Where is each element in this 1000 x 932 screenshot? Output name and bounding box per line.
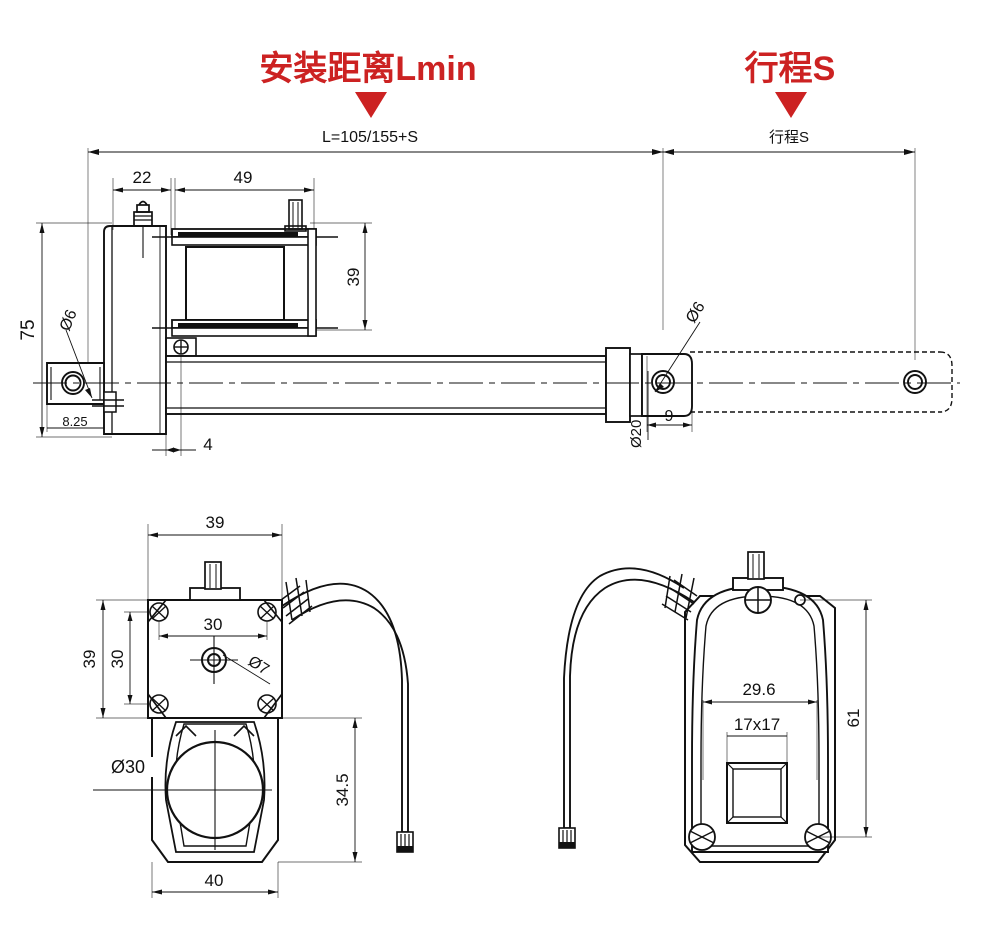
dim-tube-offset: 4 [152,356,213,456]
callout-install-distance: 安装距离Lmin [259,49,477,118]
dim-motor-width: 49 [174,168,315,235]
dim-tube-offset-text: 4 [203,435,212,454]
front-view: 39 [80,513,414,898]
dim-mount-hole-spacing-x-text: 30 [204,615,223,634]
dim-bracket-height: 61 [800,599,872,838]
dim-rear-clevis-bore: Ø6 [57,307,93,399]
dim-bracket-height-text: 61 [844,709,863,728]
dim-clamp-bore-text: Ø30 [111,757,145,777]
dim-base-width: 40 [151,862,279,898]
dim-rear-clevis-thickness-text: 8.25 [62,414,87,429]
dim-tube-diameter-text: Ø20 [628,420,645,448]
extension-rod-dashed [690,351,953,413]
dim-overall-length: L=105/155+S [87,127,664,400]
dim-motor-width-text: 49 [234,168,253,187]
callout-stroke-label: 行程S [745,50,836,88]
dim-front-clevis-length: 9 [646,356,693,432]
power-cable-front [280,577,414,853]
bottom-screw-icon [688,823,716,851]
power-cable-rear [558,567,698,849]
dim-clamp-height-text: 34.5 [333,773,352,806]
front-clevis-extended [903,370,927,394]
dim-tube-diameter: Ø20 [628,371,649,448]
dim-mount-hole-spacing-y: 30 [108,611,150,705]
dim-overall-length-text: L=105/155+S [322,129,418,146]
dim-base-width-text: 40 [205,871,224,890]
dim-mount-hole-spacing-y-text: 30 [108,650,127,669]
dim-motor-height: 39 [310,222,372,331]
cable-gland-icon [133,200,153,258]
dim-rear-height: 75 [18,222,112,438]
dim-rear-clevis-thickness: 8.25 [46,404,105,432]
dim-stroke-length-text: 行程S [769,129,809,146]
dim-clamp-bore: Ø30 [93,757,215,791]
dim-rear-housing-width: 22 [112,168,172,235]
down-triangle-icon [775,92,807,118]
dim-bracket-inner-width-text: 29.6 [742,680,775,699]
dim-clamp-height: 34.5 [278,717,362,863]
dim-motor-outer-height-text: 39 [80,650,99,669]
motor-shaft-icon [284,199,307,232]
side-elevation-view: L=105/155+S 行程S 22 49 [18,127,960,456]
dim-square-boss: 17x17 [718,714,796,768]
dim-rear-housing-width-text: 22 [133,168,152,187]
dim-rear-height-text: 75 [18,319,39,340]
dim-motor-outer-width: 39 [147,513,283,600]
dim-motor-outer-width-text: 39 [206,513,225,532]
rear-view: 29.6 17x17 61 [558,551,872,863]
dim-motor-height-text: 39 [344,268,363,287]
dim-bracket-inner-width: 29.6 [702,680,818,780]
top-screw-icon [732,551,784,614]
dim-mount-hole-spacing-x: 30 [158,615,268,640]
center-bore-front [190,636,238,684]
actuator-tube [165,347,643,423]
square-boss-rear [726,762,788,824]
dim-rear-clevis-bore-text: Ø6 [57,307,81,333]
dim-square-boss-text: 17x17 [734,715,780,734]
callout-install-distance-label: 安装距离Lmin [259,49,476,88]
dim-stroke-length: 行程S [663,127,916,360]
down-triangle-icon [355,92,387,118]
front-clevis [641,353,693,417]
callout-stroke: 行程S [745,50,836,118]
dim-front-clevis-length-text: 9 [665,408,674,425]
motor-assembly [152,199,338,337]
dim-motor-outer-height: 39 [80,599,148,719]
